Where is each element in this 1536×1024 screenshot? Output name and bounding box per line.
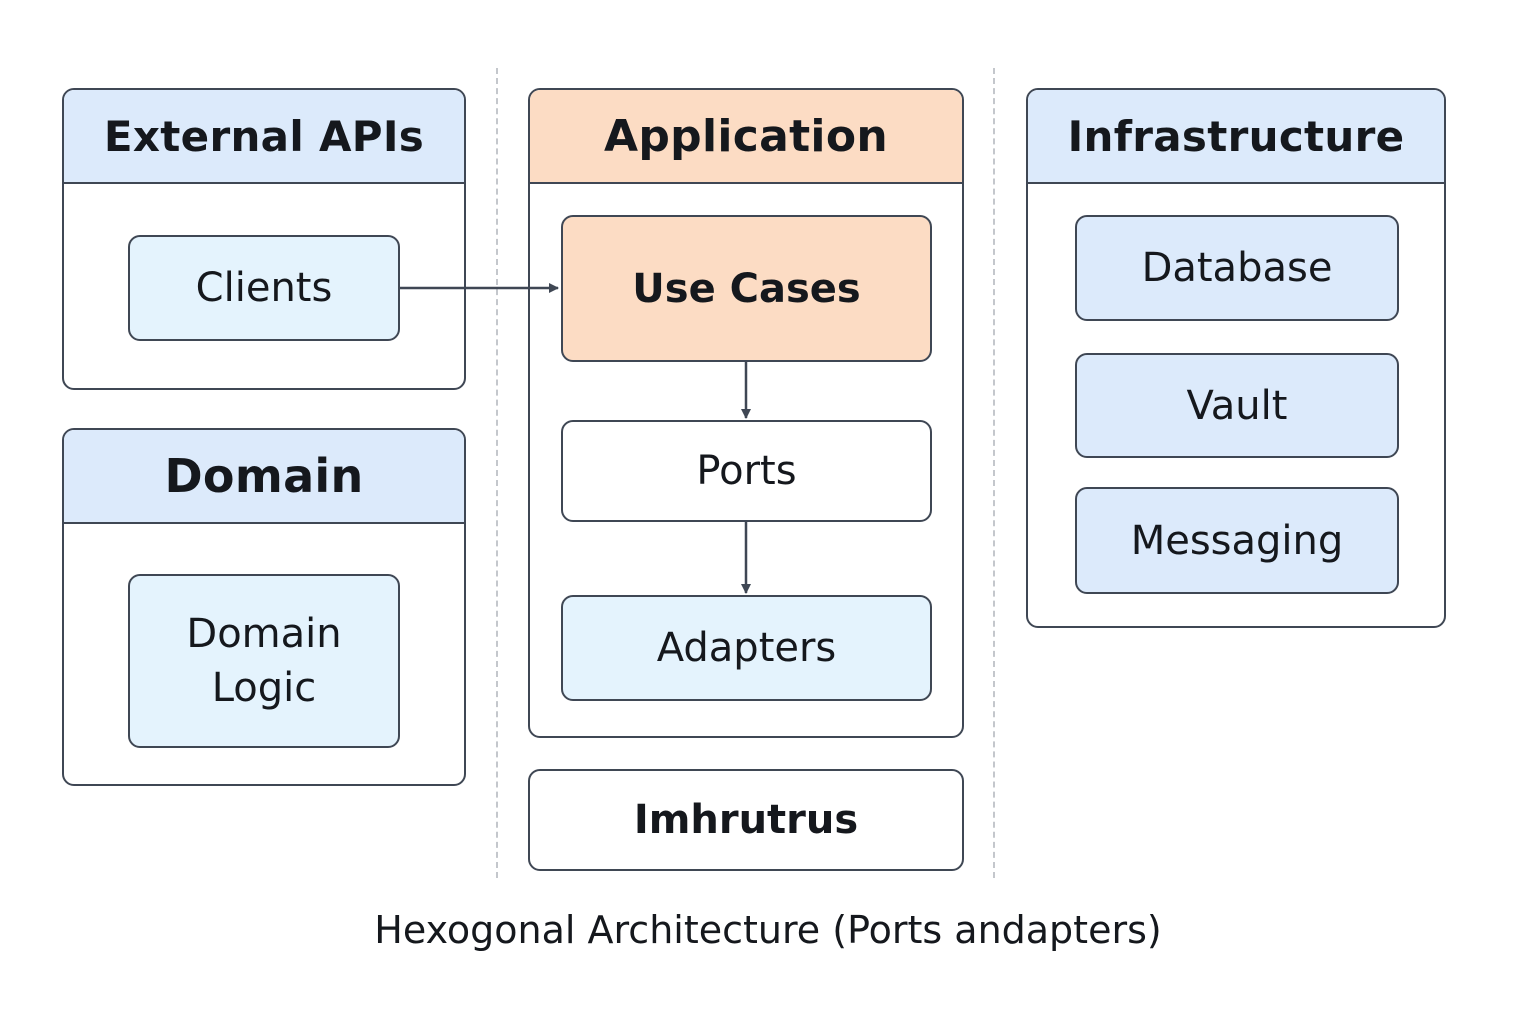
divider-right: [993, 68, 995, 878]
infrastructure-bottom-box[interactable]: Imhrutrus: [528, 769, 964, 871]
external-apis-title: External APIs: [64, 90, 464, 184]
clients-box[interactable]: Clients: [128, 235, 400, 341]
application-title: Application: [530, 90, 962, 184]
messaging-box[interactable]: Messaging: [1075, 487, 1399, 594]
domain-logic-line2: Logic: [211, 665, 317, 711]
database-box[interactable]: Database: [1075, 215, 1399, 321]
domain-logic-box[interactable]: Domain Logic: [128, 574, 400, 748]
domain-title: Domain: [64, 430, 464, 524]
adapters-box[interactable]: Adapters: [561, 595, 932, 701]
use-cases-box[interactable]: Use Cases: [561, 215, 932, 362]
vault-box[interactable]: Vault: [1075, 353, 1399, 458]
domain-logic-line1: Domain: [186, 611, 342, 657]
divider-left: [496, 68, 498, 878]
ports-box[interactable]: Ports: [561, 420, 932, 522]
diagram-caption: Hexogonal Architecture (Ports andapters): [374, 908, 1162, 952]
infrastructure-title: Infrastructure: [1028, 90, 1444, 184]
